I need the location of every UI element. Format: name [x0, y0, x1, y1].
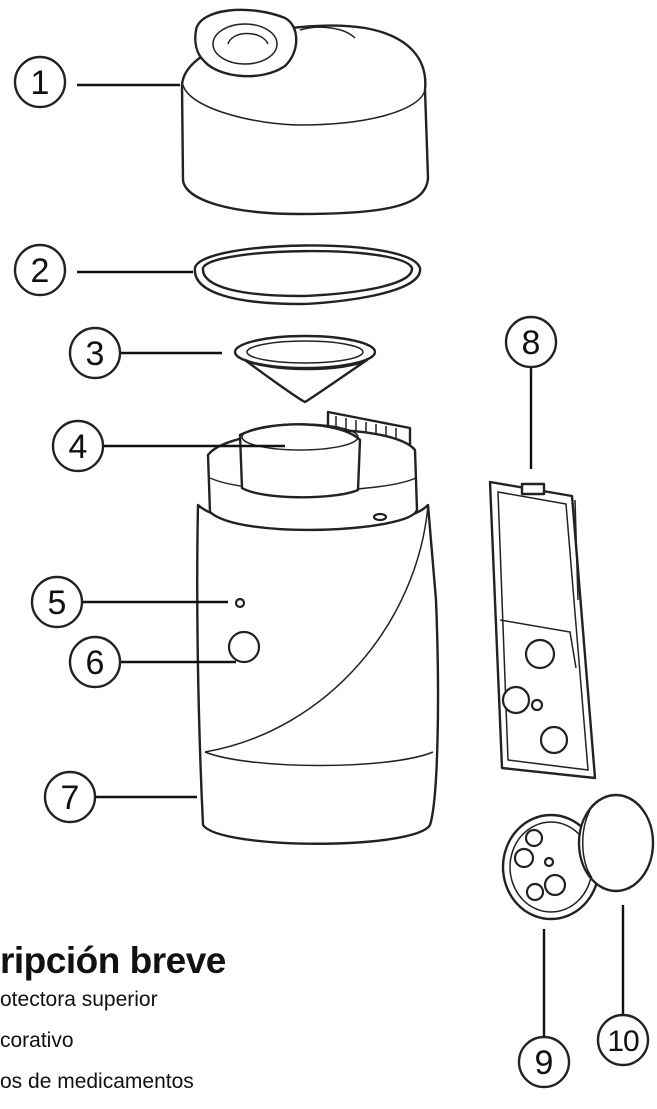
power-button	[227, 630, 261, 664]
part-back-plate	[488, 480, 597, 780]
part-round-disc	[577, 793, 655, 893]
caption-line-2: corativo	[0, 1029, 74, 1052]
callout-8: 8	[504, 315, 558, 369]
callout-7: 7	[43, 770, 97, 824]
caption-title: ripción breve	[0, 940, 226, 981]
part-mesh-disc	[501, 813, 601, 921]
callout-8-label: 8	[522, 324, 541, 362]
callout-5-label: 5	[48, 584, 67, 622]
callout-1-label: 1	[31, 64, 50, 102]
callout-3-label: 3	[86, 335, 105, 373]
callout-3: 3	[68, 326, 122, 380]
callout-10-label: 10	[607, 1025, 639, 1058]
leader-lines	[77, 83, 625, 1037]
callout-10: 10	[596, 1013, 650, 1067]
caption-line-3: os de medicamentos	[0, 1070, 194, 1093]
caption-line-1: otectora superior	[0, 988, 158, 1011]
callout-2: 2	[13, 243, 67, 297]
indicator-light	[234, 597, 246, 609]
part-mesh-funnel	[233, 334, 377, 404]
part-gasket	[193, 244, 422, 306]
callout-1: 1	[13, 55, 67, 109]
callout-5: 5	[30, 575, 84, 629]
part-main-body	[196, 410, 440, 845]
callout-6-label: 6	[86, 644, 105, 682]
part-top-cap	[180, 8, 430, 216]
callout-7-label: 7	[61, 779, 80, 817]
callout-2-label: 2	[31, 252, 50, 290]
callout-4-label: 4	[69, 428, 88, 466]
callout-6: 6	[68, 635, 122, 689]
callout-9: 9	[517, 1035, 571, 1089]
callout-9-label: 9	[535, 1044, 554, 1082]
callout-4: 4	[51, 419, 105, 473]
